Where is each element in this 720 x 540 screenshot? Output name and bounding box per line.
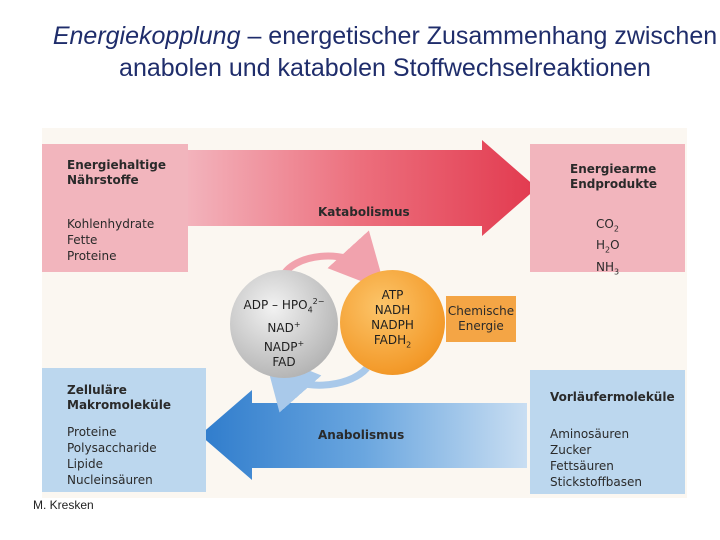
precursor-heading: Vorläufermoleküle <box>550 390 675 404</box>
gray-cofactor-circle: ADP – HPO42− NAD+ NADP+ FAD <box>230 270 338 378</box>
energy-rich-heading-1: Energiehaltige <box>67 158 166 172</box>
katabolismus-label: Katabolismus <box>318 205 410 219</box>
macromolecules-heading-2: Makromoleküle <box>67 398 171 412</box>
end-products-heading-1: Energiearme <box>570 162 657 176</box>
title-rest: – energetischer Zusammenhang zwischen an… <box>119 22 718 82</box>
anabolismus-label: Anabolismus <box>318 428 405 442</box>
list-item: Fette <box>67 233 98 247</box>
co2-label: CO2 <box>596 217 619 234</box>
adp-hpo-line: ADP – HPO42− <box>243 297 325 315</box>
list-item: Lipide <box>67 457 103 471</box>
atp-line: ATP <box>381 288 404 302</box>
list-item: Kohlenhydrate <box>67 217 155 231</box>
low-energy-end-products-box: Energiearme Endprodukte CO2 H2O NH3 <box>530 144 685 276</box>
list-item: Zucker <box>550 443 592 457</box>
list-item: Proteine <box>67 249 117 263</box>
list-item: Proteine <box>67 425 117 439</box>
h2o-label: H2O <box>596 238 620 255</box>
list-item: Polysaccharide <box>67 441 157 455</box>
energy-coupling-diagram: Energiehaltige Nährstoffe Kohlenhydrate … <box>42 128 687 498</box>
nad-line: NAD+ <box>267 320 301 336</box>
list-item: Stickstoffbasen <box>550 475 642 489</box>
nadph-line: NADPH <box>371 318 414 332</box>
orange-cofactor-circle: ATP NADH NADPH FADH2 <box>340 270 445 375</box>
list-item: Aminosäuren <box>550 427 630 441</box>
chemical-energy-box: Chemische Energie <box>446 296 516 342</box>
energy-rich-nutrients-box: Energiehaltige Nährstoffe Kohlenhydrate … <box>42 144 188 272</box>
nh3-label: NH3 <box>596 259 620 277</box>
nadp-line: NADP+ <box>263 339 305 355</box>
chemical-energy-line2: Energie <box>458 319 504 333</box>
precursor-molecules-box: Vorläufermoleküle Aminosäuren Zucker Fet… <box>530 370 685 494</box>
macromolecules-heading-1: Zelluläre <box>67 383 127 397</box>
title-italic: Energiekopplung <box>52 22 241 50</box>
cellular-macromolecules-box: Zelluläre Makromoleküle Proteine Polysac… <box>42 368 206 492</box>
katabolismus-arrow <box>187 140 537 236</box>
author-credit: M. Kresken <box>33 498 94 512</box>
fadh2-line: FADH2 <box>373 333 412 350</box>
energy-rich-heading-2: Nährstoffe <box>67 173 139 187</box>
list-item: Fettsäuren <box>550 459 614 473</box>
list-item: Nucleinsäuren <box>67 473 153 487</box>
chemical-energy-line1: Chemische <box>447 304 515 318</box>
slide-title: Energiekopplung – energetischer Zusammen… <box>40 20 720 84</box>
fad-line: FAD <box>272 355 296 370</box>
nadh-line: NADH <box>374 303 411 317</box>
end-products-heading-2: Endprodukte <box>570 177 658 191</box>
